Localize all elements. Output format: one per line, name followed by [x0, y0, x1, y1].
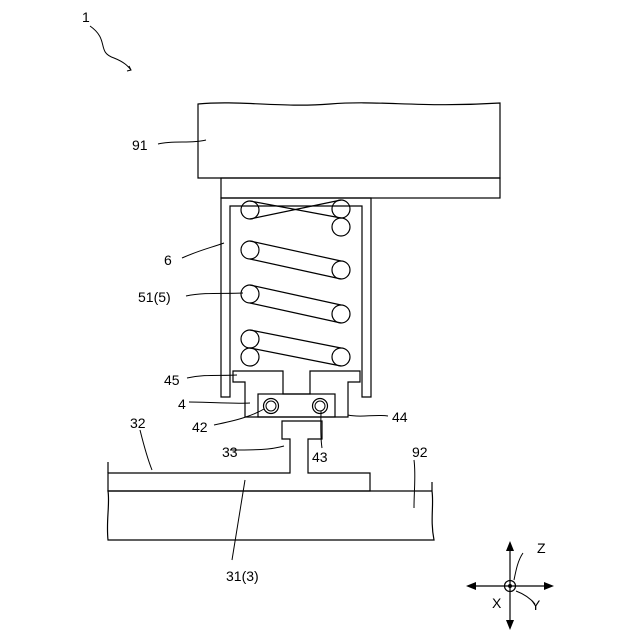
label-4: 4 — [178, 396, 186, 412]
label-32: 32 — [130, 415, 146, 431]
reference-labels: 1 91 6 51(5) 45 4 42 43 44 32 33 92 31(3… — [82, 9, 428, 584]
label-42: 42 — [192, 419, 208, 435]
label-91: 91 — [132, 137, 148, 153]
label-44: 44 — [392, 409, 408, 425]
housing-6 — [221, 198, 371, 397]
label-43: 43 — [312, 449, 328, 465]
axis-label-x: X — [492, 595, 502, 611]
label-fig: 1 — [82, 9, 90, 25]
coil-spring-51 — [241, 200, 350, 366]
label-92: 92 — [412, 444, 428, 460]
member-92 — [107, 482, 434, 540]
label-45: 45 — [164, 372, 180, 388]
coordinate-axes: Z X Y — [466, 540, 554, 630]
axis-label-z: Z — [537, 540, 546, 556]
label-51: 51(5) — [138, 289, 171, 305]
label-31: 31(3) — [226, 568, 259, 584]
axis-label-y: Y — [531, 597, 541, 613]
bearing-block-4 — [233, 371, 360, 417]
label-33: 33 — [222, 444, 238, 460]
member-91 — [198, 103, 500, 178]
label-6: 6 — [164, 252, 172, 268]
mounting-plate — [221, 178, 500, 198]
